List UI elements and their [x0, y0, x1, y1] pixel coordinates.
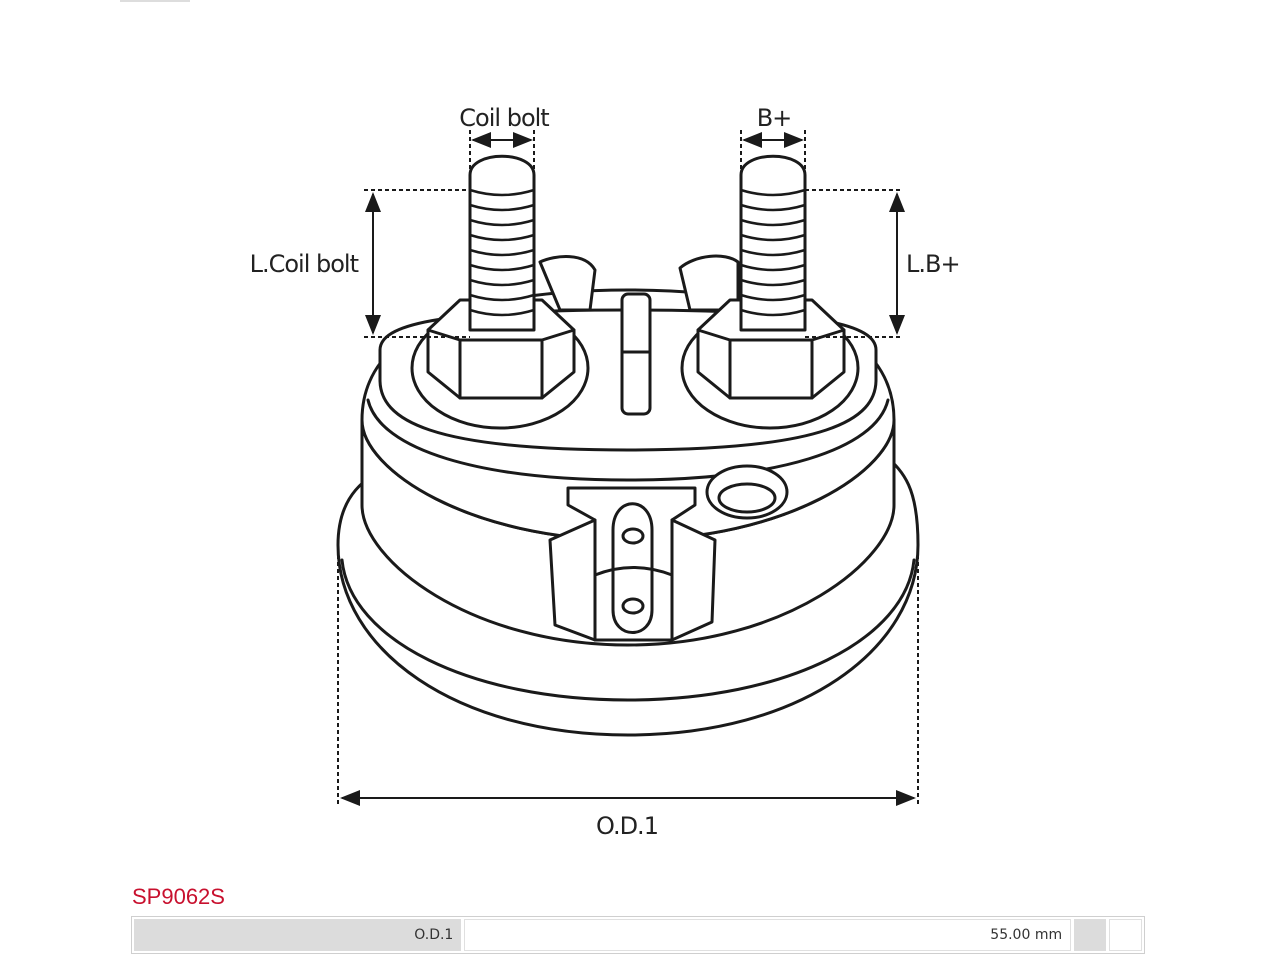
spec-value: 55.00 mm: [464, 919, 1072, 951]
spec-cell-empty-1: [1074, 919, 1107, 951]
front-terminal-bracket: [548, 486, 717, 642]
l-b-plus-label: L.B+: [906, 250, 960, 278]
od1-label: O.D.1: [596, 812, 658, 840]
solenoid-cover-diagram: Coil bolt B+ L.Coil bolt L.B+ O.D.1: [250, 104, 961, 840]
spec-cell-empty-2: [1109, 919, 1143, 951]
top-edge-mark: [120, 0, 190, 2]
wire-clips: [538, 254, 740, 416]
b-plus-bolt-thread: [739, 154, 807, 332]
b-plus-label: B+: [757, 104, 792, 132]
part-code: SP9062S: [132, 884, 225, 909]
l-coil-bolt-label: L.Coil bolt: [250, 250, 359, 278]
spec-table: O.D.1 55.00 mm: [131, 916, 1145, 954]
coil-bolt-label: Coil bolt: [459, 104, 549, 132]
dimension-lines: [337, 130, 919, 806]
side-hole: [705, 464, 789, 520]
coil-bolt-thread: [468, 154, 536, 332]
spec-label: O.D.1: [134, 919, 462, 951]
